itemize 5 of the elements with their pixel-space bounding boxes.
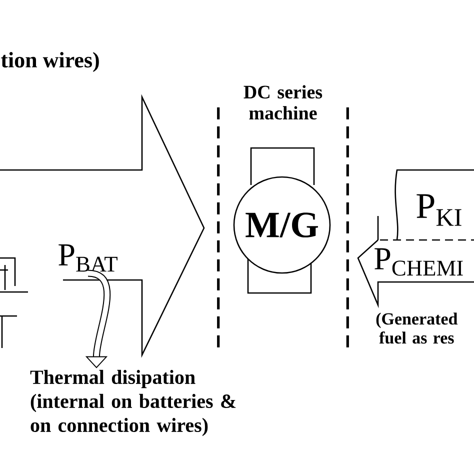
- power-flow-band: P$_{KI}$: [377, 169, 474, 241]
- note-text: Thermal disipation (internal on batteries & on connection wires): [30, 370, 236, 436]
- note-text: (Generated fuel as res: [376, 312, 458, 344]
- caption-text: tion wires): [1, 52, 99, 72]
- power-flow-band: P$_{CHEMI}$: [357, 240, 474, 308]
